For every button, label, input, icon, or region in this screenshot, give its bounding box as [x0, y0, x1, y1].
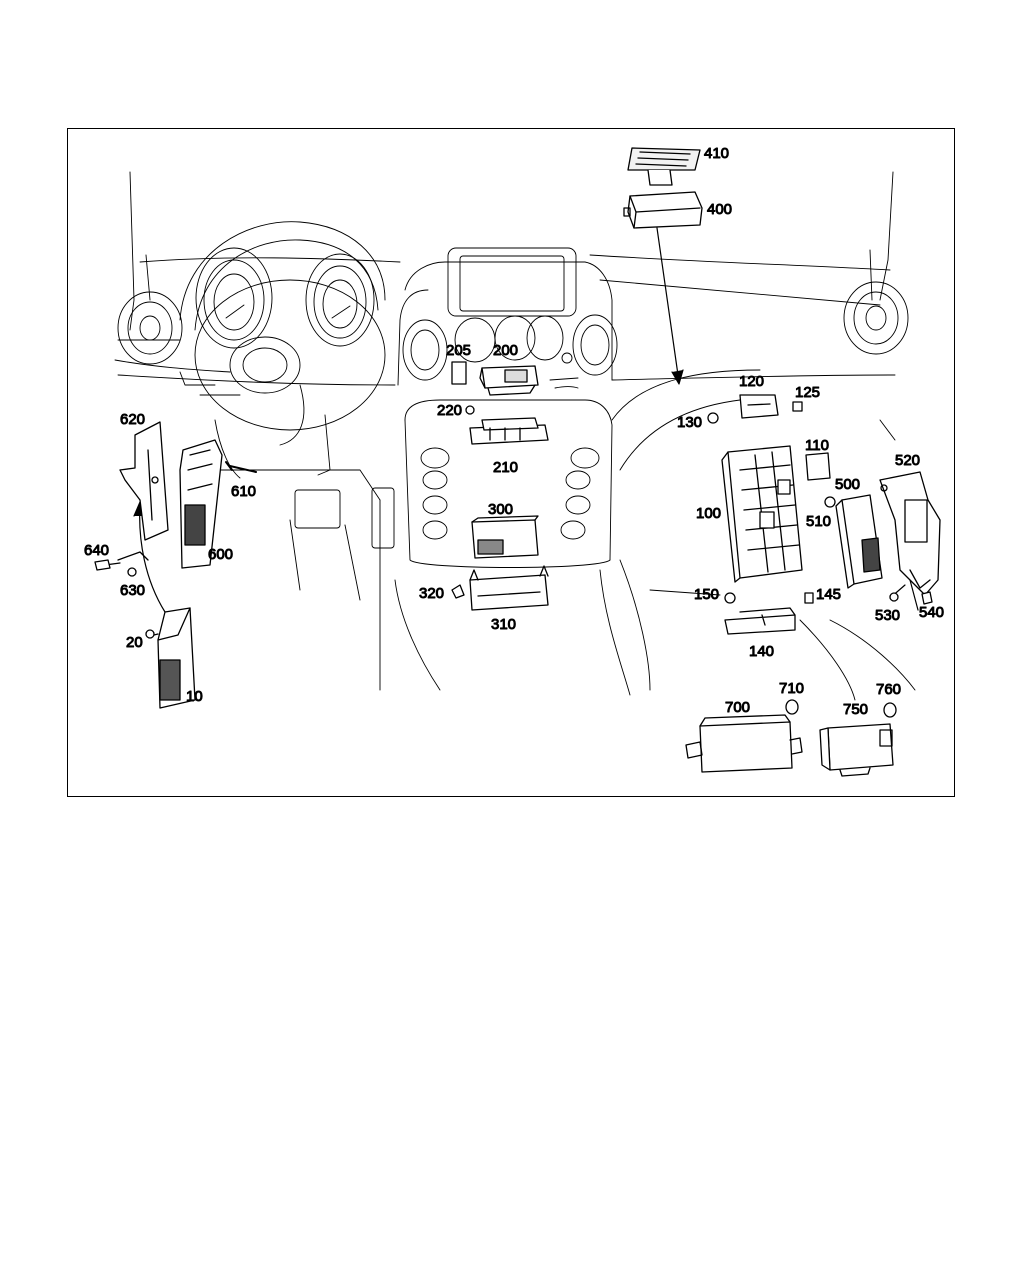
callout-520: 520: [895, 452, 920, 469]
part-750-icon: [819, 723, 894, 777]
part-500-icon: [835, 494, 883, 589]
part-630-icon: [127, 567, 137, 577]
part-320-icon: [451, 584, 465, 599]
arrow-400-head: [671, 369, 684, 385]
part-630-clip-icon: [117, 551, 149, 561]
part-205-icon: [451, 361, 467, 385]
callout-620: 620: [120, 411, 145, 428]
part-700-icon: [685, 714, 803, 773]
part-710-icon: [785, 699, 799, 715]
part-410-icon: [627, 147, 701, 186]
callout-110: 110: [805, 437, 829, 454]
arrow-10-line: [139, 504, 166, 613]
part-510-icon: [824, 496, 836, 508]
callout-750: 750: [843, 701, 868, 718]
callout-200: 200: [493, 342, 518, 359]
part-210-icon: [469, 417, 549, 445]
part-10-icon: [157, 607, 196, 709]
callout-400: 400: [707, 201, 732, 218]
diagram-frame: [67, 128, 955, 797]
callout-610: 610: [231, 483, 256, 500]
part-100-icon: [721, 445, 803, 583]
callout-120: 120: [739, 373, 764, 390]
callout-760: 760: [876, 681, 901, 698]
part-760-icon: [883, 702, 897, 718]
callout-630: 630: [120, 582, 145, 599]
part-200-icon: [479, 365, 539, 396]
part-120-icon: [739, 394, 779, 419]
callout-145: 145: [816, 586, 841, 603]
callout-500: 500: [835, 476, 860, 493]
part-400-icon: [623, 191, 703, 229]
callout-530: 530: [875, 607, 900, 624]
part-610-icon: [225, 461, 257, 473]
part-125-icon: [792, 401, 803, 412]
callout-labels: 10 20 100 110 120 125 130 140 145 150 20…: [84, 145, 945, 719]
part-540-icon: [921, 591, 933, 605]
callout-510: 510: [806, 513, 831, 530]
callout-300: 300: [488, 501, 513, 518]
callout-540: 540: [919, 604, 944, 621]
components: [94, 147, 941, 777]
part-640-icon: [94, 559, 111, 571]
part-20-icon: [145, 629, 155, 639]
callout-130: 130: [677, 414, 702, 431]
callout-140: 140: [749, 643, 774, 660]
part-145-icon: [804, 592, 814, 604]
part-310-icon: [469, 565, 549, 611]
callout-210: 210: [493, 459, 518, 476]
part-110-icon: [805, 452, 831, 481]
callout-125: 125: [795, 384, 820, 401]
arrow-400-line: [656, 227, 680, 383]
part-150-icon: [724, 592, 736, 604]
part-530-icon: [889, 592, 899, 602]
callout-600: 600: [208, 546, 233, 563]
callout-220: 220: [437, 402, 462, 419]
part-520-icon: [879, 471, 941, 596]
dashboard-outline: [114, 171, 916, 701]
callout-310: 310: [491, 616, 516, 633]
callout-205: 205: [446, 342, 471, 359]
callout-410: 410: [704, 145, 729, 162]
callout-20: 20: [126, 634, 143, 651]
callout-150: 150: [694, 586, 719, 603]
part-140-icon: [724, 607, 796, 635]
callout-640: 640: [84, 542, 109, 559]
callout-100: 100: [696, 505, 721, 522]
part-300-icon: [471, 515, 539, 559]
part-130-icon: [707, 412, 719, 424]
part-620-icon: [119, 421, 169, 541]
callout-320: 320: [419, 585, 444, 602]
callout-700: 700: [725, 699, 750, 716]
part-220-icon: [465, 405, 475, 415]
callout-10: 10: [186, 688, 203, 705]
callout-710: 710: [779, 680, 804, 697]
part-600-icon: [179, 439, 223, 569]
